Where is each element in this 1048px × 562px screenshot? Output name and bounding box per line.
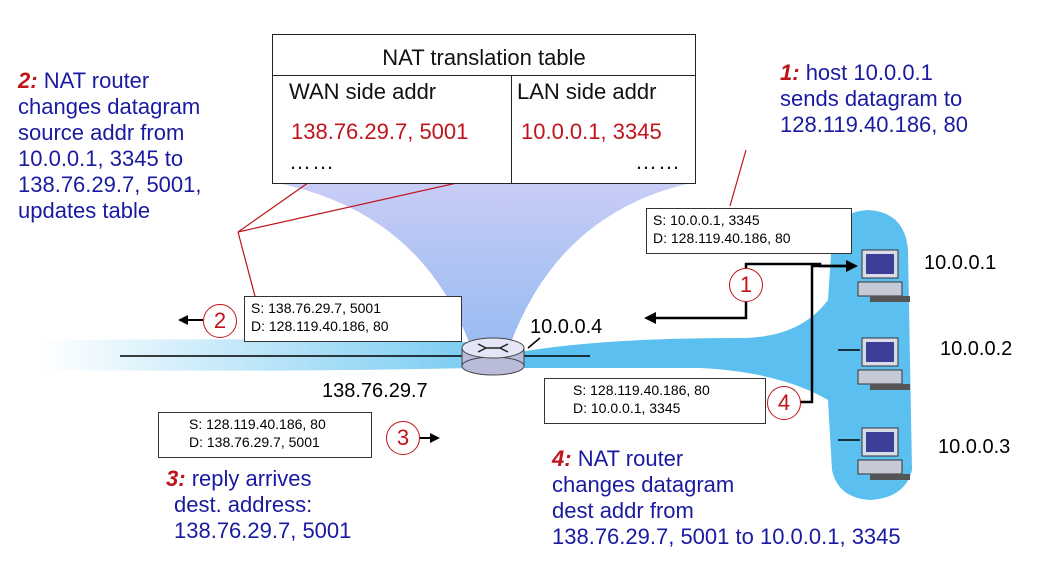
step1-leader <box>729 149 747 207</box>
wan-link-haze <box>40 339 470 371</box>
packet1-source: S: 10.0.0.1, 3345 <box>653 212 760 228</box>
step4-path <box>800 264 846 404</box>
nat-lan-value: 10.0.0.1, 3345 <box>521 119 662 144</box>
step2-arrowhead <box>178 315 188 325</box>
router-lan-pointer <box>527 337 541 349</box>
step2-line: source addr from <box>18 120 185 145</box>
packet2-source: S: 138.76.29.7, 5001 <box>251 300 381 316</box>
step1-number: 1: <box>780 60 800 85</box>
packet-step1: S: 10.0.0.1, 3345 D: 128.119.40.186, 80 <box>646 208 852 254</box>
step2-line: NAT router <box>43 68 150 93</box>
step4-line: changes datagram <box>552 472 735 497</box>
step1-path <box>654 302 748 320</box>
zoom-cone <box>272 182 696 345</box>
step4-circle: 4 <box>767 386 801 420</box>
step3-line: 138.76.29.7, 5001 <box>174 518 352 543</box>
host2-computer-icon <box>857 337 910 390</box>
step3-number: 3: <box>166 466 186 491</box>
nat-translation-table: NAT translation table WAN side addr LAN … <box>272 34 696 184</box>
step3-description: 3: reply arrives dest. address: 138.76.2… <box>166 466 351 544</box>
step2-circle: 2 <box>203 304 237 338</box>
step1-line: sends datagram to <box>780 86 963 111</box>
packet4-dest: D: 10.0.0.1, 3345 <box>573 400 681 416</box>
step2-number: 2: <box>18 68 38 93</box>
step3-line: dest. address: <box>174 492 313 517</box>
lan-network-blob <box>520 210 912 500</box>
host3-computer-icon <box>857 427 910 480</box>
router-wan-address: 138.76.29.7 <box>322 380 428 402</box>
nat-col-lan-header: LAN side addr <box>517 79 657 104</box>
nat-col-wan-header: WAN side addr <box>289 79 437 104</box>
packet3-dest: D: 138.76.29.7, 5001 <box>189 434 320 450</box>
step1-arrowhead <box>644 312 656 324</box>
step4-line: 138.76.29.7, 5001 to 10.0.0.1, 3345 <box>552 524 901 549</box>
packet2-dest: D: 128.119.40.186, 80 <box>251 318 389 334</box>
step2-line: updates table <box>18 198 151 223</box>
nat-table-title: NAT translation table <box>382 45 586 70</box>
step1-line: 128.119.40.186, 80 <box>780 112 968 137</box>
nat-table-column-divider <box>511 75 512 183</box>
nat-wan-more: …… <box>289 149 335 174</box>
step4-line: dest addr from <box>552 498 694 523</box>
step2-leader-c <box>237 231 257 301</box>
step1-line: host 10.0.0.1 <box>805 60 933 85</box>
step1-circle: 1 <box>729 268 763 302</box>
host1-address: 10.0.0.1 <box>924 252 997 274</box>
step2-line: 10.0.0.1, 3345 to <box>18 146 184 171</box>
host1-computer-icon <box>857 249 910 302</box>
host1-arrowhead <box>846 260 858 272</box>
nat-lan-more: …… <box>635 149 681 174</box>
packet-step4: S: 128.119.40.186, 80 D: 10.0.0.1, 3345 <box>544 378 766 424</box>
step3-arrowhead <box>430 433 440 443</box>
step3-line: reply arrives <box>191 466 312 491</box>
step4-number: 4: <box>552 446 572 471</box>
packet3-source: S: 128.119.40.186, 80 <box>189 416 326 432</box>
host3-address: 10.0.0.3 <box>938 436 1011 458</box>
packet-step3: S: 128.119.40.186, 80 D: 138.76.29.7, 50… <box>158 412 372 458</box>
step4-line: NAT router <box>577 446 684 471</box>
step4-description: 4: NAT router changes datagram dest addr… <box>552 446 901 550</box>
nat-router-icon <box>461 337 525 376</box>
nat-table-divider <box>273 75 695 76</box>
packet4-source: S: 128.119.40.186, 80 <box>573 382 710 398</box>
step2-line: changes datagram <box>18 94 201 119</box>
nat-wan-value: 138.76.29.7, 5001 <box>291 119 469 144</box>
host2-address: 10.0.0.2 <box>940 338 1013 360</box>
step3-circle: 3 <box>386 421 420 455</box>
packet1-dest: D: 128.119.40.186, 80 <box>653 230 791 246</box>
step2-line: 138.76.29.7, 5001, <box>18 172 202 197</box>
step2-description: 2: NAT router changes datagram source ad… <box>18 68 202 224</box>
router-lan-address: 10.0.0.4 <box>530 316 603 338</box>
packet-step2: S: 138.76.29.7, 5001 D: 128.119.40.186, … <box>244 296 462 342</box>
step1-description: 1: host 10.0.0.1 sends datagram to 128.1… <box>780 60 968 138</box>
